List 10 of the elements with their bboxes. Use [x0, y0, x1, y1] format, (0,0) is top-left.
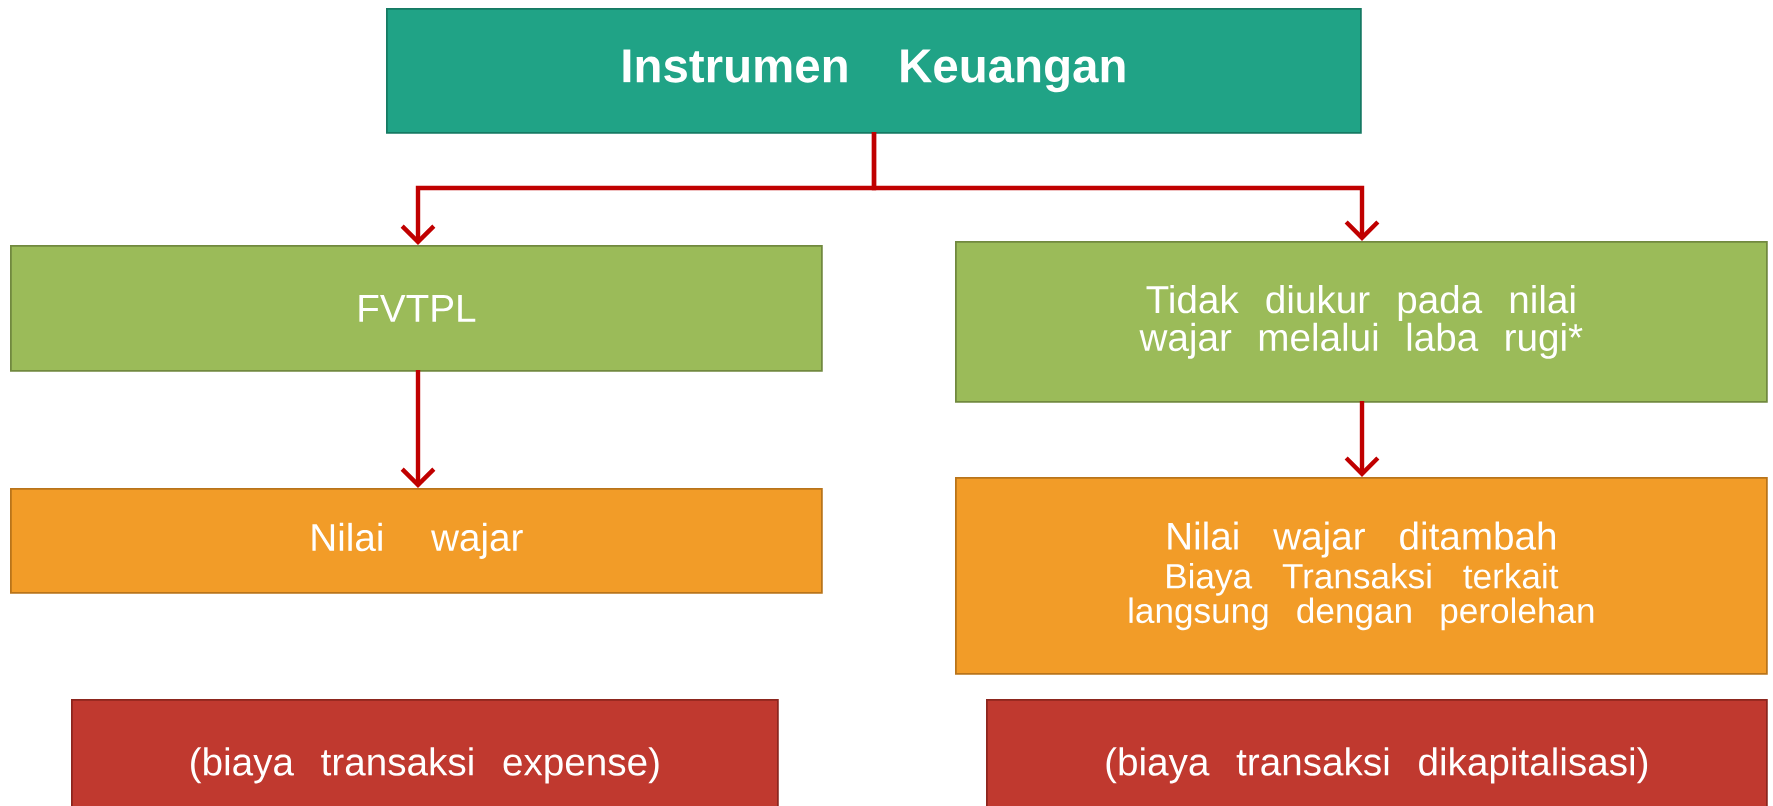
category-box: FVTPL	[10, 245, 823, 372]
measurement-box: Nilai wajar ditambah Biaya Transaksi terkait langsung dengan perolehan	[955, 477, 1768, 675]
title-box: Instrumen Keuangan	[386, 8, 1362, 134]
measurement-box: Nilai wajar	[10, 488, 823, 594]
note-box: (biaya transaksi dikapitalisasi)	[986, 699, 1768, 806]
note-box: (biaya transaksi expense)	[71, 699, 779, 806]
category-box: Tidak diukur pada nilai wajar melalui laba rugi*	[955, 241, 1768, 403]
arrow	[1344, 401, 1380, 477]
arrow	[400, 370, 436, 488]
arrow	[871, 132, 1380, 241]
